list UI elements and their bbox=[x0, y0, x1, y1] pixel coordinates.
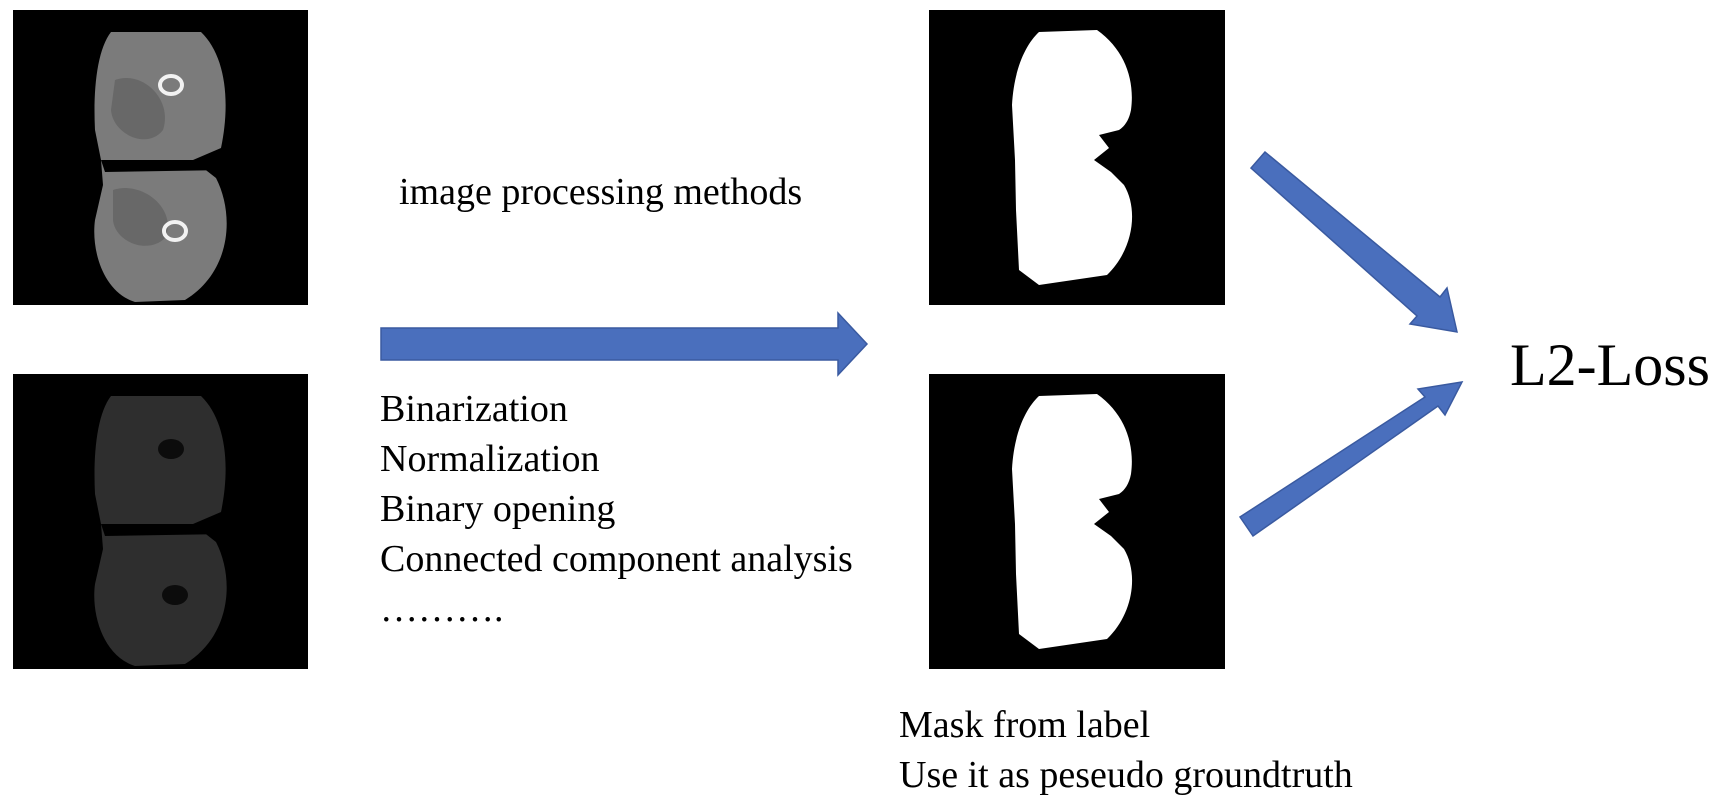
processing-step: Normalization bbox=[380, 438, 600, 480]
processing-step: ………. bbox=[380, 588, 504, 630]
processing-steps-list: Binarization Normalization Binary openin… bbox=[380, 384, 853, 634]
mask-caption-line: Use it as peseudo groundtruth bbox=[899, 754, 1353, 796]
ct-scan-image-top bbox=[13, 10, 308, 305]
methods-title: image processing methods bbox=[399, 171, 803, 213]
process-arrow bbox=[380, 311, 869, 377]
loss-label: L2-Loss bbox=[1510, 332, 1710, 398]
mask-image-bottom bbox=[929, 374, 1225, 669]
processing-step: Connected component analysis bbox=[380, 538, 853, 580]
mask-caption: Mask from label Use it as peseudo ground… bbox=[899, 700, 1353, 800]
arrow-to-loss-bottom bbox=[1238, 381, 1464, 538]
arrow-to-loss-top bbox=[1249, 150, 1458, 333]
mask-image-top bbox=[929, 10, 1225, 305]
mask-caption-line: Mask from label bbox=[899, 704, 1151, 746]
processing-step: Binary opening bbox=[380, 488, 616, 530]
ct-scan-image-bottom bbox=[13, 374, 308, 669]
processing-step: Binarization bbox=[380, 388, 568, 430]
